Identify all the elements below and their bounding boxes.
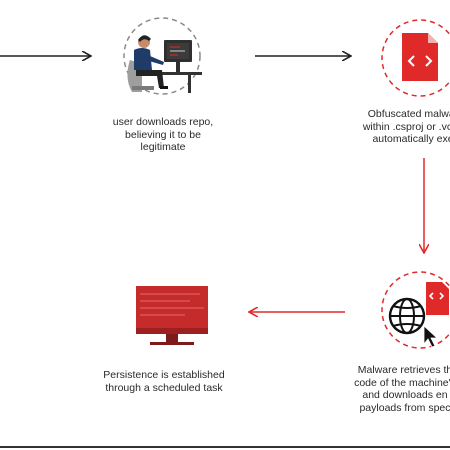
step-2-caption: Obfuscated malwar within .csproj or .vcx… — [343, 108, 450, 146]
step-1-caption-line: legitimate — [140, 141, 186, 153]
step-1-caption-line: believing it to be — [125, 128, 201, 141]
step-4-caption: Persistence is established through a sch… — [84, 369, 244, 394]
red-monitor-icon — [136, 286, 208, 345]
person-at-computer-icon — [123, 17, 202, 95]
step-1-caption-line: user downloads repo, — [112, 116, 214, 128]
step-4-caption-line: Persistence is established — [103, 369, 225, 381]
step-3-caption-line: and downloads en — [362, 389, 448, 401]
step-3-caption-line: Malware retrieves th — [357, 364, 450, 376]
step-2-caption-line: automatically exe — [372, 133, 450, 145]
step-4-caption-line: through a scheduled task — [105, 381, 223, 394]
step-2-caption-line: within .csproj or .vcxp — [362, 120, 450, 133]
step-3-caption: Malware retrieves th code of the machine… — [330, 364, 450, 414]
step-3-caption-line: payloads from spec — [359, 401, 450, 414]
step-3-caption-line: code of the machine's — [354, 376, 450, 389]
code-file-icon — [381, 19, 450, 97]
step-2-caption-line: Obfuscated malwar — [367, 108, 450, 120]
bottom-divider — [0, 446, 450, 448]
globe-cursor-code-file-icon — [381, 271, 450, 349]
step-1-caption: user downloads repo, believing it to be … — [108, 116, 218, 154]
